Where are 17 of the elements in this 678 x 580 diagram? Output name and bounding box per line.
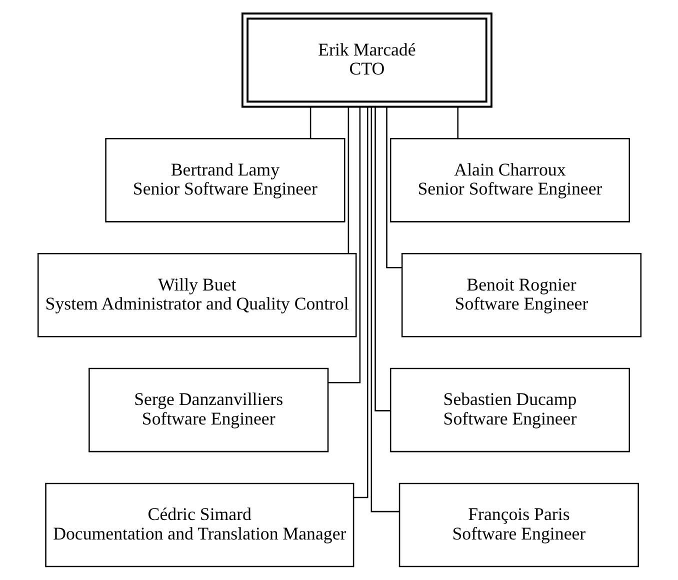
connector [309, 106, 311, 138]
node-box: Cédric Simard Documentation and Translation Manager [44, 482, 354, 568]
connector [370, 107, 400, 512]
node-box: Serge Danzanvilliers Software Engineer [88, 368, 328, 452]
connector [328, 107, 360, 384]
node-box: Bertrand Lamy Senior Software Engineer [104, 138, 345, 222]
node-box: Sebastien Ducamp Software Engineer [389, 368, 630, 452]
node-box: Alain Charroux Senior Software Engineer [389, 138, 630, 222]
connector [347, 107, 349, 254]
connector [456, 106, 458, 138]
connector [386, 107, 402, 268]
node-box: Benoit Rognier Software Engineer [400, 252, 642, 338]
node-box: François Paris Software Engineer [398, 482, 638, 568]
node-box: Willy Buet System Administrator and Quality Control [36, 252, 356, 338]
node-box: Erik Marcadé CTO [240, 12, 492, 108]
connector [374, 107, 390, 412]
connector [353, 106, 368, 498]
